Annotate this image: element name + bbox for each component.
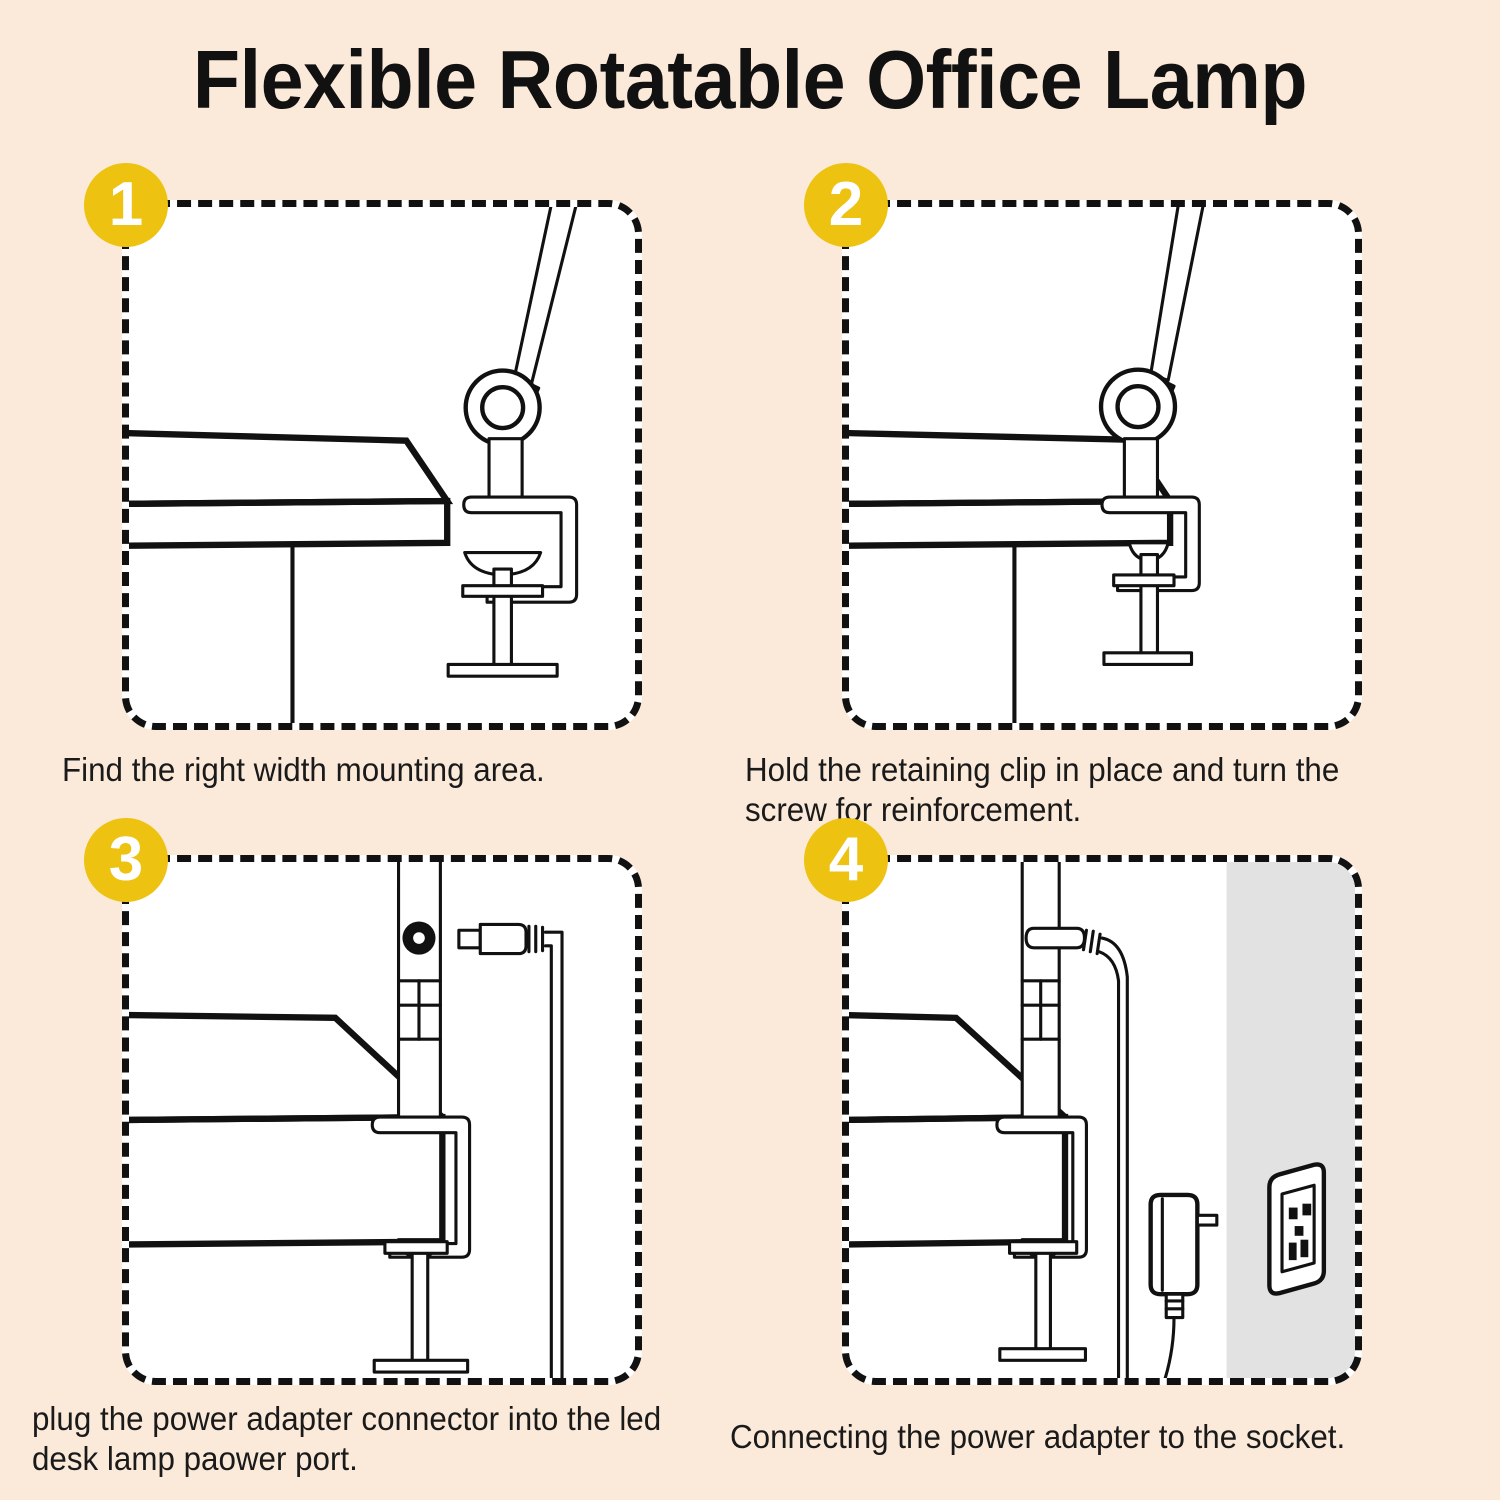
step-2-panel: [842, 200, 1362, 730]
step-4-diagram: [849, 862, 1355, 1378]
step-3-diagram: [129, 862, 564, 1378]
lamp-post: [1020, 862, 1061, 1125]
socket-slot: [1288, 1207, 1298, 1220]
socket-slot: [1288, 1242, 1297, 1261]
step-3-panel: [122, 855, 642, 1385]
step-badge-2: 2: [804, 163, 888, 247]
step-2-illustration-wrap: 2: [804, 163, 1362, 730]
wall-panel: [1226, 862, 1355, 1378]
step-card-3: 3 plug the power adapter connector into …: [32, 818, 700, 1477]
dc-barrel-plug-connected: [1024, 926, 1102, 956]
step-card-4: 4 Connecting the power adapter to the so…: [730, 818, 1420, 1455]
desk-illustration: [849, 1011, 1074, 1248]
adapter-prong: [1195, 1213, 1219, 1227]
socket-slot: [1302, 1203, 1312, 1216]
clamp-bracket-attached: [370, 1115, 472, 1259]
step-caption-1: Find the right width mounting area.: [62, 751, 545, 788]
step-badge-1: 1: [84, 163, 168, 247]
lamp-post: [1122, 437, 1160, 501]
clamp-screw: [1102, 541, 1194, 667]
clamp-screw: [446, 551, 559, 678]
step-4-illustration-wrap: 4: [804, 818, 1362, 1385]
plug-cable: [1097, 936, 1129, 1378]
step-1-panel: [122, 200, 642, 730]
clamp-screw: [372, 1238, 470, 1374]
lamp-post: [487, 437, 524, 499]
step-caption-4: Connecting the power adapter to the sock…: [730, 1418, 1346, 1455]
step-caption-2: Hold the retaining clip in place and tur…: [745, 751, 1340, 829]
step-card-1: 1 Find the right width mounting area.: [62, 163, 700, 788]
dc-barrel-plug: [457, 922, 545, 956]
step-badge-3: 3: [84, 818, 168, 902]
steps-grid: 1 Find the right width mounting area.: [0, 163, 1500, 1500]
plug-cable: [543, 930, 564, 1378]
pivot-joint: [463, 368, 542, 447]
step-badge-4: 4: [804, 818, 888, 902]
clamp-bracket-attached: [995, 1115, 1088, 1259]
page-title: Flexible Rotatable Office Lamp: [192, 33, 1308, 126]
step-card-2: 2 Hold the retaining clip in place and t…: [745, 163, 1420, 828]
step-2-diagram: [849, 207, 1205, 723]
lamp-post-with-port: [396, 862, 442, 1127]
socket-ground: [1294, 1226, 1304, 1236]
step-caption-3: plug the power adapter connector into th…: [32, 1400, 662, 1478]
step-3-illustration-wrap: 3: [84, 818, 642, 1385]
power-port-hole: [413, 932, 425, 944]
socket-slot: [1300, 1239, 1309, 1258]
step-1-diagram: [129, 207, 579, 723]
step-1-illustration-wrap: 1: [84, 163, 642, 730]
power-adapter-brick: [1148, 1192, 1219, 1378]
clamp-screw: [998, 1238, 1088, 1362]
step-4-panel: [842, 855, 1362, 1385]
wall-socket: [1267, 1162, 1327, 1296]
pivot-joint: [1098, 367, 1178, 446]
desk-illustration: [129, 429, 454, 723]
desk-illustration: [129, 1011, 451, 1248]
